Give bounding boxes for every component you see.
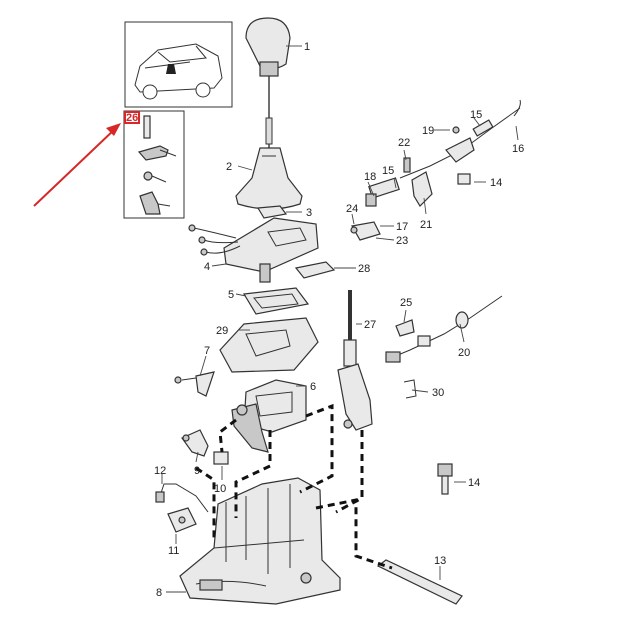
detent-lever bbox=[174, 371, 215, 397]
assembly-dashed-lines bbox=[195, 403, 393, 570]
selector-carrier bbox=[231, 379, 307, 453]
upper-linkage-assembly bbox=[350, 99, 521, 241]
callout-labels: 1 2 3 4 5 6 7 8 9 10 11 12 13 14 14 15 1… bbox=[126, 41, 524, 599]
callout-11: 11 bbox=[168, 545, 179, 557]
callout-18: 18 bbox=[364, 171, 376, 183]
shift-knob bbox=[245, 17, 291, 150]
callout-19: 19 bbox=[422, 125, 434, 137]
bracket-part-9 bbox=[181, 429, 209, 457]
callout-14-lower: 14 bbox=[468, 477, 480, 489]
callout-17: 17 bbox=[396, 221, 408, 233]
clip-part-25 bbox=[395, 319, 415, 337]
callout-3: 3 bbox=[306, 207, 312, 219]
callout-23: 23 bbox=[396, 235, 408, 247]
callout-5: 5 bbox=[228, 289, 234, 301]
gate-plate bbox=[219, 317, 319, 373]
callout-4: 4 bbox=[204, 261, 210, 273]
shift-cable-part-27 bbox=[337, 290, 373, 431]
clip-part-28 bbox=[294, 261, 336, 279]
clip-part-30 bbox=[403, 379, 417, 399]
callout-14-upper: 14 bbox=[490, 177, 502, 189]
callout-16: 16 bbox=[512, 143, 524, 155]
callout-30: 30 bbox=[432, 387, 444, 399]
callout-9: 9 bbox=[194, 465, 200, 477]
callout-26: 26 bbox=[126, 112, 138, 124]
callout-28: 28 bbox=[358, 263, 370, 275]
callout-12: 12 bbox=[154, 465, 166, 477]
callout-10: 10 bbox=[214, 483, 226, 495]
callout-21: 21 bbox=[420, 219, 432, 231]
callout-29: 29 bbox=[216, 325, 228, 337]
cable-part-20 bbox=[385, 295, 503, 363]
callout-27: 27 bbox=[364, 319, 376, 331]
sensor-part-11 bbox=[167, 507, 197, 533]
bushing-part-10 bbox=[213, 451, 229, 465]
callout-1: 1 bbox=[304, 41, 310, 53]
callout-15-right: 15 bbox=[470, 109, 482, 121]
callout-20: 20 bbox=[458, 347, 470, 359]
callout-6: 6 bbox=[310, 381, 316, 393]
callout-25: 25 bbox=[400, 297, 412, 309]
shifter-housing bbox=[179, 477, 341, 605]
shift-boot bbox=[235, 147, 303, 210]
bolt-part-14-lower bbox=[437, 463, 453, 495]
callout-13: 13 bbox=[434, 555, 446, 567]
part-26-detail-inset bbox=[123, 110, 185, 219]
callout-2: 2 bbox=[226, 161, 232, 173]
vehicle-location-inset bbox=[124, 21, 233, 108]
leader-lines bbox=[161, 45, 519, 593]
callout-8: 8 bbox=[156, 587, 162, 599]
callout-15-left: 15 bbox=[382, 165, 394, 177]
callout-7: 7 bbox=[204, 345, 210, 357]
wire-clip-part-12 bbox=[155, 483, 209, 513]
highlight-arrow bbox=[33, 123, 121, 207]
boot-seal bbox=[256, 205, 288, 219]
callout-24: 24 bbox=[346, 203, 358, 215]
rod-part-13 bbox=[376, 559, 463, 605]
gate-frame bbox=[243, 287, 310, 315]
callout-22: 22 bbox=[398, 137, 410, 149]
